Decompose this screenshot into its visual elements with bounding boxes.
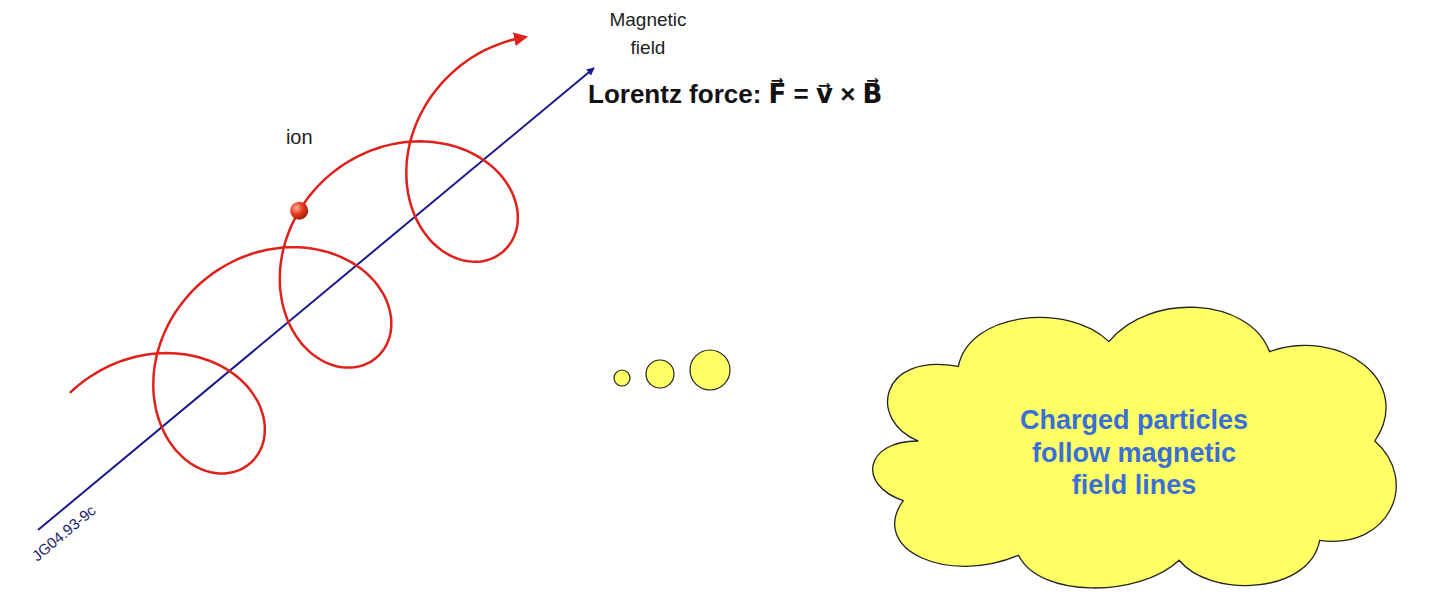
field-axis — [38, 68, 594, 530]
thought-bubble — [614, 370, 630, 386]
particle-label: ion — [279, 123, 319, 152]
axis-label: Magnetic field — [598, 6, 698, 61]
cloud-shape — [873, 307, 1397, 588]
formula-text: Lorentz force: F⃗ = v⃗ × B⃗ — [588, 76, 998, 114]
thought-cloud: Charged particles follow magnetic field … — [848, 282, 1420, 600]
ion-ball — [290, 202, 308, 220]
helix-path — [70, 37, 525, 473]
figure-code: JG04.93-9c — [28, 468, 139, 565]
thought-bubble — [646, 360, 674, 388]
cloud-text: Charged particles follow magnetic field … — [1014, 404, 1254, 501]
thought-bubble — [690, 350, 730, 390]
